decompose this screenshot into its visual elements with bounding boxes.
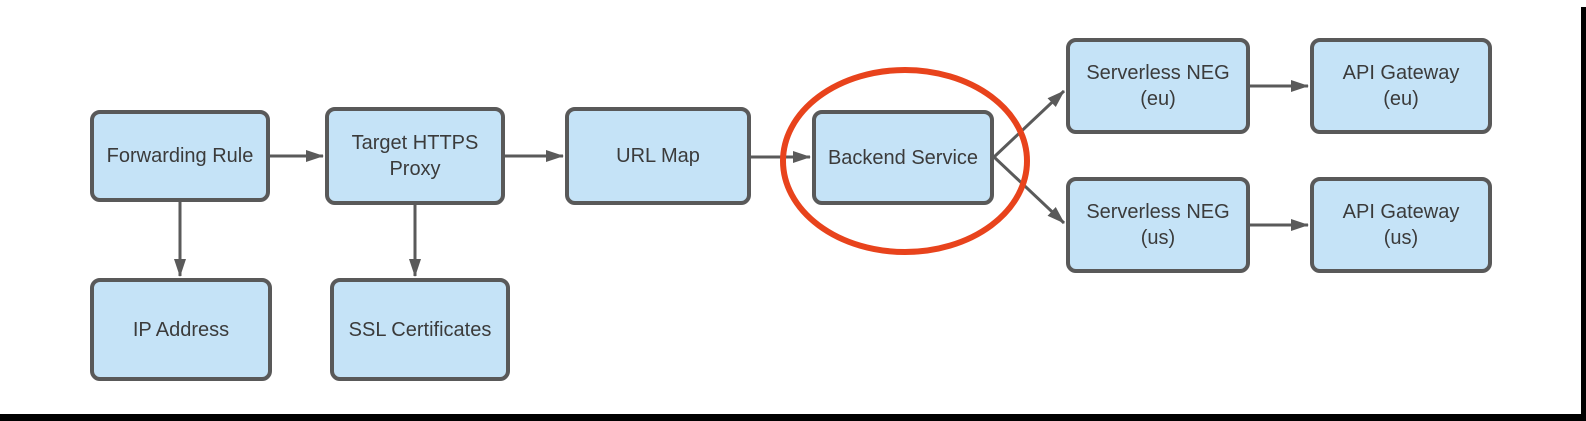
node-label: (us) xyxy=(1383,227,1419,249)
frame-bottom-edge xyxy=(0,414,1586,421)
node-forwarding-rule: Forwarding Rule xyxy=(90,110,270,202)
node-serverless-neg-us: Serverless NEG (us) xyxy=(1066,177,1250,273)
node-label: Backend Service xyxy=(827,146,979,169)
node-label: API Gateway xyxy=(1342,201,1460,223)
node-target-https-proxy: Target HTTPS Proxy xyxy=(325,107,505,205)
node-label: (us) xyxy=(1140,227,1176,249)
node-api-gateway-us: API Gateway (us) xyxy=(1310,177,1492,273)
node-ip-address: IP Address xyxy=(90,278,272,381)
node-label: Serverless NEG xyxy=(1086,201,1230,223)
node-label: SSL Certificates xyxy=(348,318,492,341)
edge-backend-service-to-serverless-neg-eu xyxy=(992,89,1066,159)
node-serverless-neg-eu: Serverless NEG (eu) xyxy=(1066,38,1250,134)
node-label: URL Map xyxy=(616,145,700,167)
node-label: Proxy xyxy=(389,158,441,180)
node-label: Serverless NEG xyxy=(1086,62,1230,84)
node-url-map: URL Map xyxy=(565,107,751,205)
edge-backend-service-to-serverless-neg-us xyxy=(992,155,1066,225)
node-label: Target HTTPS xyxy=(351,132,479,154)
node-label: Forwarding Rule xyxy=(106,145,254,167)
node-label: IP Address xyxy=(132,318,230,341)
node-label: API Gateway xyxy=(1342,62,1460,84)
node-api-gateway-eu: API Gateway (eu) xyxy=(1310,38,1492,134)
node-label: (eu) xyxy=(1140,88,1176,110)
node-backend-service: Backend Service xyxy=(812,110,994,205)
frame-right-edge xyxy=(1581,7,1586,421)
node-label: (eu) xyxy=(1383,88,1419,110)
node-ssl-certificates: SSL Certificates xyxy=(330,278,510,381)
highlight-ellipse xyxy=(780,67,1030,255)
